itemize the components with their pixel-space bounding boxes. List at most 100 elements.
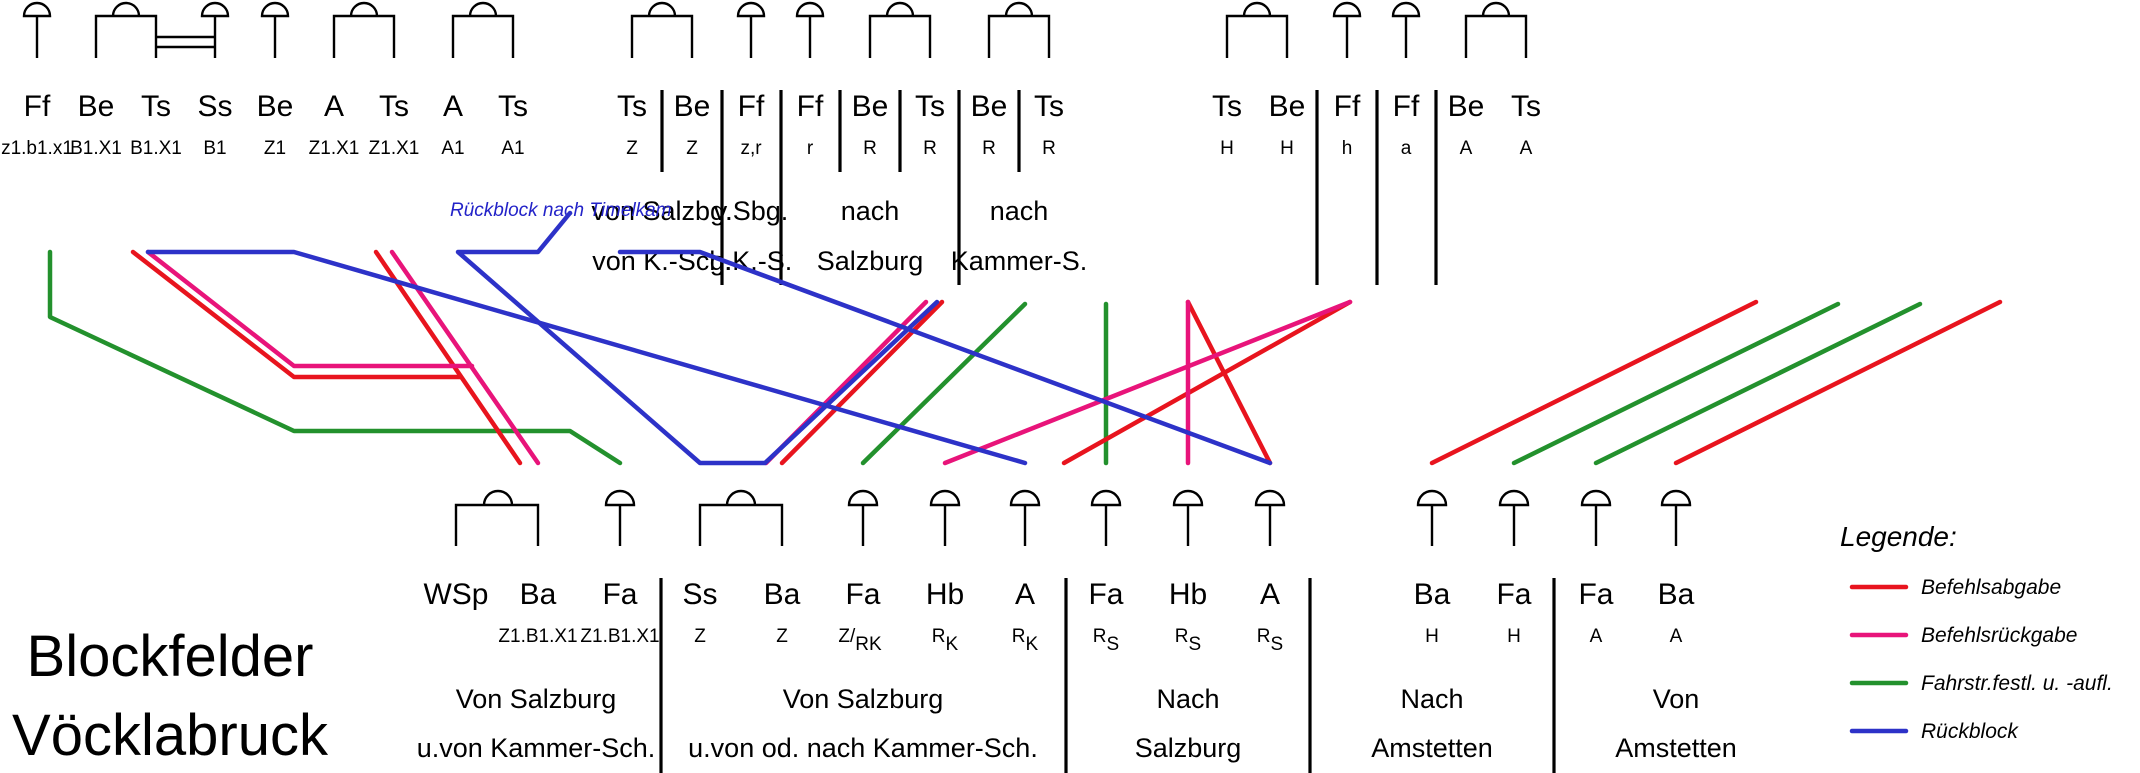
bottom-field-code: Fa [1088, 578, 1123, 611]
top-field-sub: r [807, 138, 814, 159]
legend-label: Rückblock [1921, 720, 2019, 743]
bottom-group-labels: Von Salzburg u.von Kammer-Sch. Von Salzb… [417, 684, 1737, 763]
top-field-code: Ts [1034, 90, 1064, 123]
top-field-code: Ts [498, 90, 528, 123]
wire-befehlsabgabe [779, 299, 945, 466]
wire-fahrstrasse [47, 249, 623, 466]
top-field-symbols [22, 1, 1528, 58]
bottom-field-sub: A [1670, 626, 1683, 647]
bottom-field-code: Ba [764, 578, 801, 611]
top-field-code: Ts [617, 90, 647, 123]
wire-fahrstrasse [1511, 301, 1841, 466]
top-field-sub: z,r [740, 138, 762, 159]
top-field-sub: R [923, 138, 937, 159]
bottom-field-code: A [1015, 578, 1035, 611]
legend-label: Befehlsabgabe [1921, 576, 2061, 599]
bottom-field-sub: RS [1093, 626, 1119, 655]
top-field-code: A [443, 90, 463, 123]
top-field-sub: A1 [501, 138, 524, 159]
top-field-sub: R [1042, 138, 1056, 159]
bottom-field-code: A [1260, 578, 1280, 611]
top-group-line1: nach [841, 196, 900, 226]
top-group-line2: Kammer-S. [951, 246, 1088, 276]
top-field-code: Ts [141, 90, 171, 123]
wire-befehlsrueckgabe [942, 299, 1353, 466]
top-field-sub: R [863, 138, 877, 159]
bottom-field-code: WSp [423, 578, 488, 611]
top-field-code: Ss [197, 90, 232, 123]
bottom-field-code: Hb [926, 578, 964, 611]
top-field-sub: Z1.X1 [309, 138, 360, 159]
top-field-sub: B1.X1 [70, 138, 122, 159]
top-group-line2: Salzburg [817, 246, 924, 276]
top-group-line1: von Salzbg. [591, 196, 732, 226]
top-field-code: Ts [379, 90, 409, 123]
top-field-code: Ff [1393, 90, 1420, 123]
top-field-sub: Z1.X1 [369, 138, 420, 159]
bottom-field-sub: RK [1012, 626, 1039, 655]
bottom-field-sub: Z/RK [838, 626, 882, 655]
bottom-group-line2: u.von Kammer-Sch. [417, 733, 656, 763]
top-field-code: Ff [24, 90, 51, 123]
top-field-code: Be [1448, 90, 1485, 123]
top-field-sub: h [1342, 138, 1353, 159]
bottom-field-symbols [454, 489, 1692, 546]
bottom-group-line2: Amstetten [1371, 733, 1493, 763]
top-field-sub: z1.b1.x1 [1, 138, 73, 159]
bottom-field-code: Fa [845, 578, 880, 611]
bottom-field-sub: A [1590, 626, 1603, 647]
wire-fahrstrasse [1593, 301, 1923, 466]
top-field-sub: R [982, 138, 996, 159]
diagram-title-line1: Blockfelder [27, 624, 314, 689]
wire-befehlsabgabe [373, 249, 523, 466]
bottom-group-line2: Salzburg [1135, 733, 1242, 763]
wire-befehlsabgabe [1673, 299, 2003, 466]
bottom-dividers [659, 578, 1556, 773]
legend-label: Fahrstr.festl. u. -aufl. [1921, 672, 2113, 695]
bottom-field-sub: H [1425, 626, 1439, 647]
bottom-field-sub: RS [1257, 626, 1283, 655]
top-field-code: Ff [797, 90, 824, 123]
top-field-labels: Ff z1.b1.x1 Be B1.X1 Ts B1.X1 Ss B1 Be Z… [1, 90, 1541, 159]
bottom-field-code: Hb [1169, 578, 1207, 611]
bottom-field-sub: Z1.B1.X1 [498, 626, 577, 647]
bottom-field-sub: H [1507, 626, 1521, 647]
bottom-field-code: Ba [1658, 578, 1695, 611]
top-dividers [660, 90, 1438, 285]
top-field-code: Ff [738, 90, 765, 123]
bottom-group-line2: u.von od. nach Kammer-Sch. [688, 733, 1038, 763]
bottom-field-code: Fa [1496, 578, 1531, 611]
wire-rueckblock [455, 210, 940, 466]
wire-befehlsabgabe [1429, 299, 1759, 466]
bottom-field-code: Fa [602, 578, 637, 611]
bottom-group-line1: Nach [1400, 684, 1463, 714]
top-field-code: Be [257, 90, 294, 123]
top-field-sub: A [1460, 138, 1473, 159]
wire-befehlsrueckgabe [145, 249, 475, 369]
bottom-group-line2: Amstetten [1615, 733, 1737, 763]
bottom-group-line1: Von Salzburg [456, 684, 617, 714]
bottom-field-sub: RS [1175, 626, 1201, 655]
diagram-title-line2: Vöcklabruck [12, 703, 329, 768]
top-field-code: Ts [915, 90, 945, 123]
top-field-code: Be [852, 90, 889, 123]
bottom-field-sub: Z [694, 626, 706, 647]
top-field-sub: B1.X1 [130, 138, 182, 159]
wire-rueckblock [145, 249, 1028, 466]
bottom-field-code: Ba [1414, 578, 1451, 611]
wire-befehlsabgabe [1185, 299, 1273, 466]
top-field-sub: A1 [441, 138, 464, 159]
top-group-line1: v.Sbg. [714, 196, 789, 226]
top-field-sub: H [1280, 138, 1294, 159]
top-field-sub: Z [626, 138, 638, 159]
top-field-sub: A [1520, 138, 1533, 159]
top-field-code: Ts [1511, 90, 1541, 123]
bottom-group-line1: Von [1653, 684, 1700, 714]
legend-title: Legende: [1840, 521, 1957, 552]
top-field-code: Ts [1212, 90, 1242, 123]
top-field-sub: Z1 [264, 138, 286, 159]
legend: Legende: Befehlsabgabe Befehlsrückgabe F… [1840, 521, 2113, 743]
top-field-sub: B1 [203, 138, 226, 159]
top-group-labels: von Salzbg. von K.-Sch. v.Sbg. g.K.-S. n… [591, 196, 1087, 276]
